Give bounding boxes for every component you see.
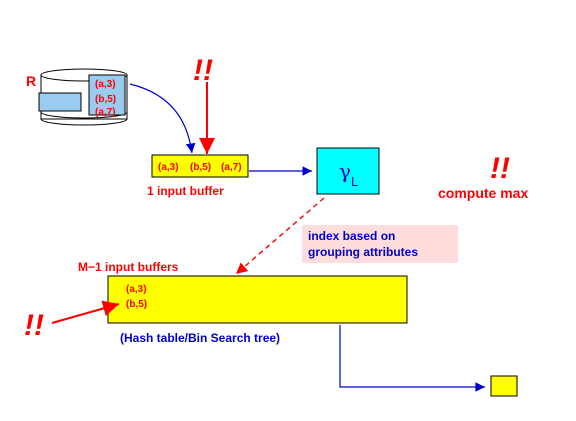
- bang-right: !!: [490, 152, 510, 185]
- grouping-operator-box: [316, 147, 380, 195]
- gamma-symbol: γ: [339, 159, 351, 183]
- hash-buffer-tuple: (a,3): [126, 284, 147, 295]
- hash-buffer-tuple: (b,5): [126, 299, 147, 310]
- compute-max-label: compute max: [438, 185, 528, 201]
- input-buffer: [151, 154, 249, 178]
- bang-left: !!: [24, 309, 44, 342]
- index-note-background: [302, 225, 458, 263]
- hash-buffers-label: M−1 input buffers: [78, 260, 179, 274]
- arrow-bang-left: [51, 300, 120, 324]
- relation-tuple: (b,5): [95, 94, 116, 105]
- relation-block-left: [38, 92, 82, 112]
- hash-buffers-caption: (Hash table/Bin Search tree): [120, 331, 280, 345]
- arrow-operator-to-buffers: [235, 197, 325, 275]
- hash-buffers-box: [107, 275, 408, 324]
- relation-disk: [38, 68, 128, 126]
- bang-top: !!: [193, 54, 213, 87]
- relation-label: R: [26, 73, 36, 89]
- gamma-subscript: L: [351, 174, 358, 189]
- arrow-relation-to-buffer: [129, 83, 196, 154]
- buffer-tuple: (a,3): [158, 162, 179, 173]
- arrow-to-output: [339, 325, 485, 392]
- input-buffer-caption: 1 input buffer: [147, 184, 224, 198]
- relation-block-right: [88, 74, 126, 116]
- output-buffer: [490, 375, 518, 397]
- index-note-line1: index based on: [308, 229, 395, 243]
- index-note-line2: grouping attributes: [308, 245, 418, 259]
- buffer-tuple: (b,5): [190, 162, 211, 173]
- relation-tuple: (a,7): [95, 107, 116, 118]
- buffer-tuple: (a,7): [221, 162, 242, 173]
- relation-tuple: (a,3): [95, 79, 116, 90]
